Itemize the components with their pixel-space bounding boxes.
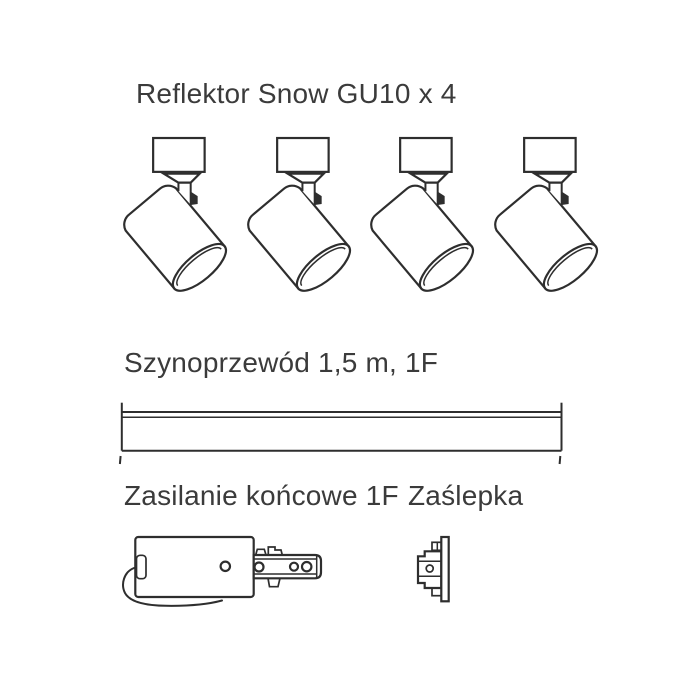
track-adapter-box [152, 136, 206, 173]
stem-fill [548, 182, 562, 205]
spotlight-figure [493, 136, 598, 292]
end-cap-figure [416, 535, 450, 603]
stem-fill [425, 182, 438, 205]
track-adapter-box [399, 136, 453, 173]
lamp-rim [295, 242, 351, 292]
connector-contact-2 [288, 561, 300, 572]
track-adapter-box [275, 136, 330, 173]
connector-contact-1 [253, 561, 265, 573]
feed-body-hole [219, 560, 232, 573]
stem-shadow [437, 191, 445, 206]
connector-tab-top-2 [267, 546, 284, 556]
connector-contact-3 [300, 560, 313, 573]
accessories-figure [122, 535, 450, 607]
lamp-cylinder [123, 184, 228, 292]
stem-collar [530, 172, 573, 184]
lamp-rim-inner-edge [546, 247, 593, 287]
lamp-rim-inner-edge [299, 247, 346, 287]
stem-fill [178, 182, 191, 205]
track-rail-figure [118, 402, 563, 465]
feed-cable [122, 567, 223, 607]
section-title-endcap: Zaślepka [408, 480, 524, 511]
lamp-rim-inner-edge [176, 247, 222, 287]
endcap-plate [440, 535, 450, 603]
stem-shadow [190, 191, 198, 206]
spotlight-row [114, 134, 608, 296]
rail-tick-right [558, 455, 562, 465]
feed-body [134, 535, 255, 599]
feed-connector-bar [252, 553, 323, 580]
feed-side-latch [135, 554, 147, 580]
spotlight-figure [370, 136, 475, 292]
section-title-track: Szynoprzewód 1,5 m, 1F [124, 347, 439, 378]
lamp-rim [542, 242, 598, 292]
track-adapter-box [522, 136, 577, 173]
rail-tick-left [118, 455, 122, 465]
stem-fill [301, 182, 315, 205]
lamp-rim [171, 242, 228, 292]
power-feed-figure [122, 535, 323, 607]
lamp-cylinder [370, 184, 475, 292]
stem-collar [406, 172, 450, 184]
stem-shadow [314, 191, 322, 206]
spotlight-figure [123, 136, 228, 292]
lamp-cylinder [493, 184, 598, 292]
stem-collar [159, 172, 203, 184]
connector-tab-bottom [266, 577, 282, 588]
lamp-rim-inner-edge [423, 247, 469, 287]
stem-shadow [561, 191, 569, 206]
section-title-reflectors: Reflektor Snow GU10 x 4 [136, 78, 457, 109]
lamp-rim [418, 242, 475, 292]
lamp-cylinder [246, 184, 351, 292]
endcap-hole [425, 564, 435, 573]
spotlight-figure [246, 136, 351, 292]
endcap-tab-bottom [431, 587, 443, 597]
stem-collar [283, 172, 326, 184]
section-title-power-feed: Zasilanie końcowe 1F [124, 480, 399, 511]
